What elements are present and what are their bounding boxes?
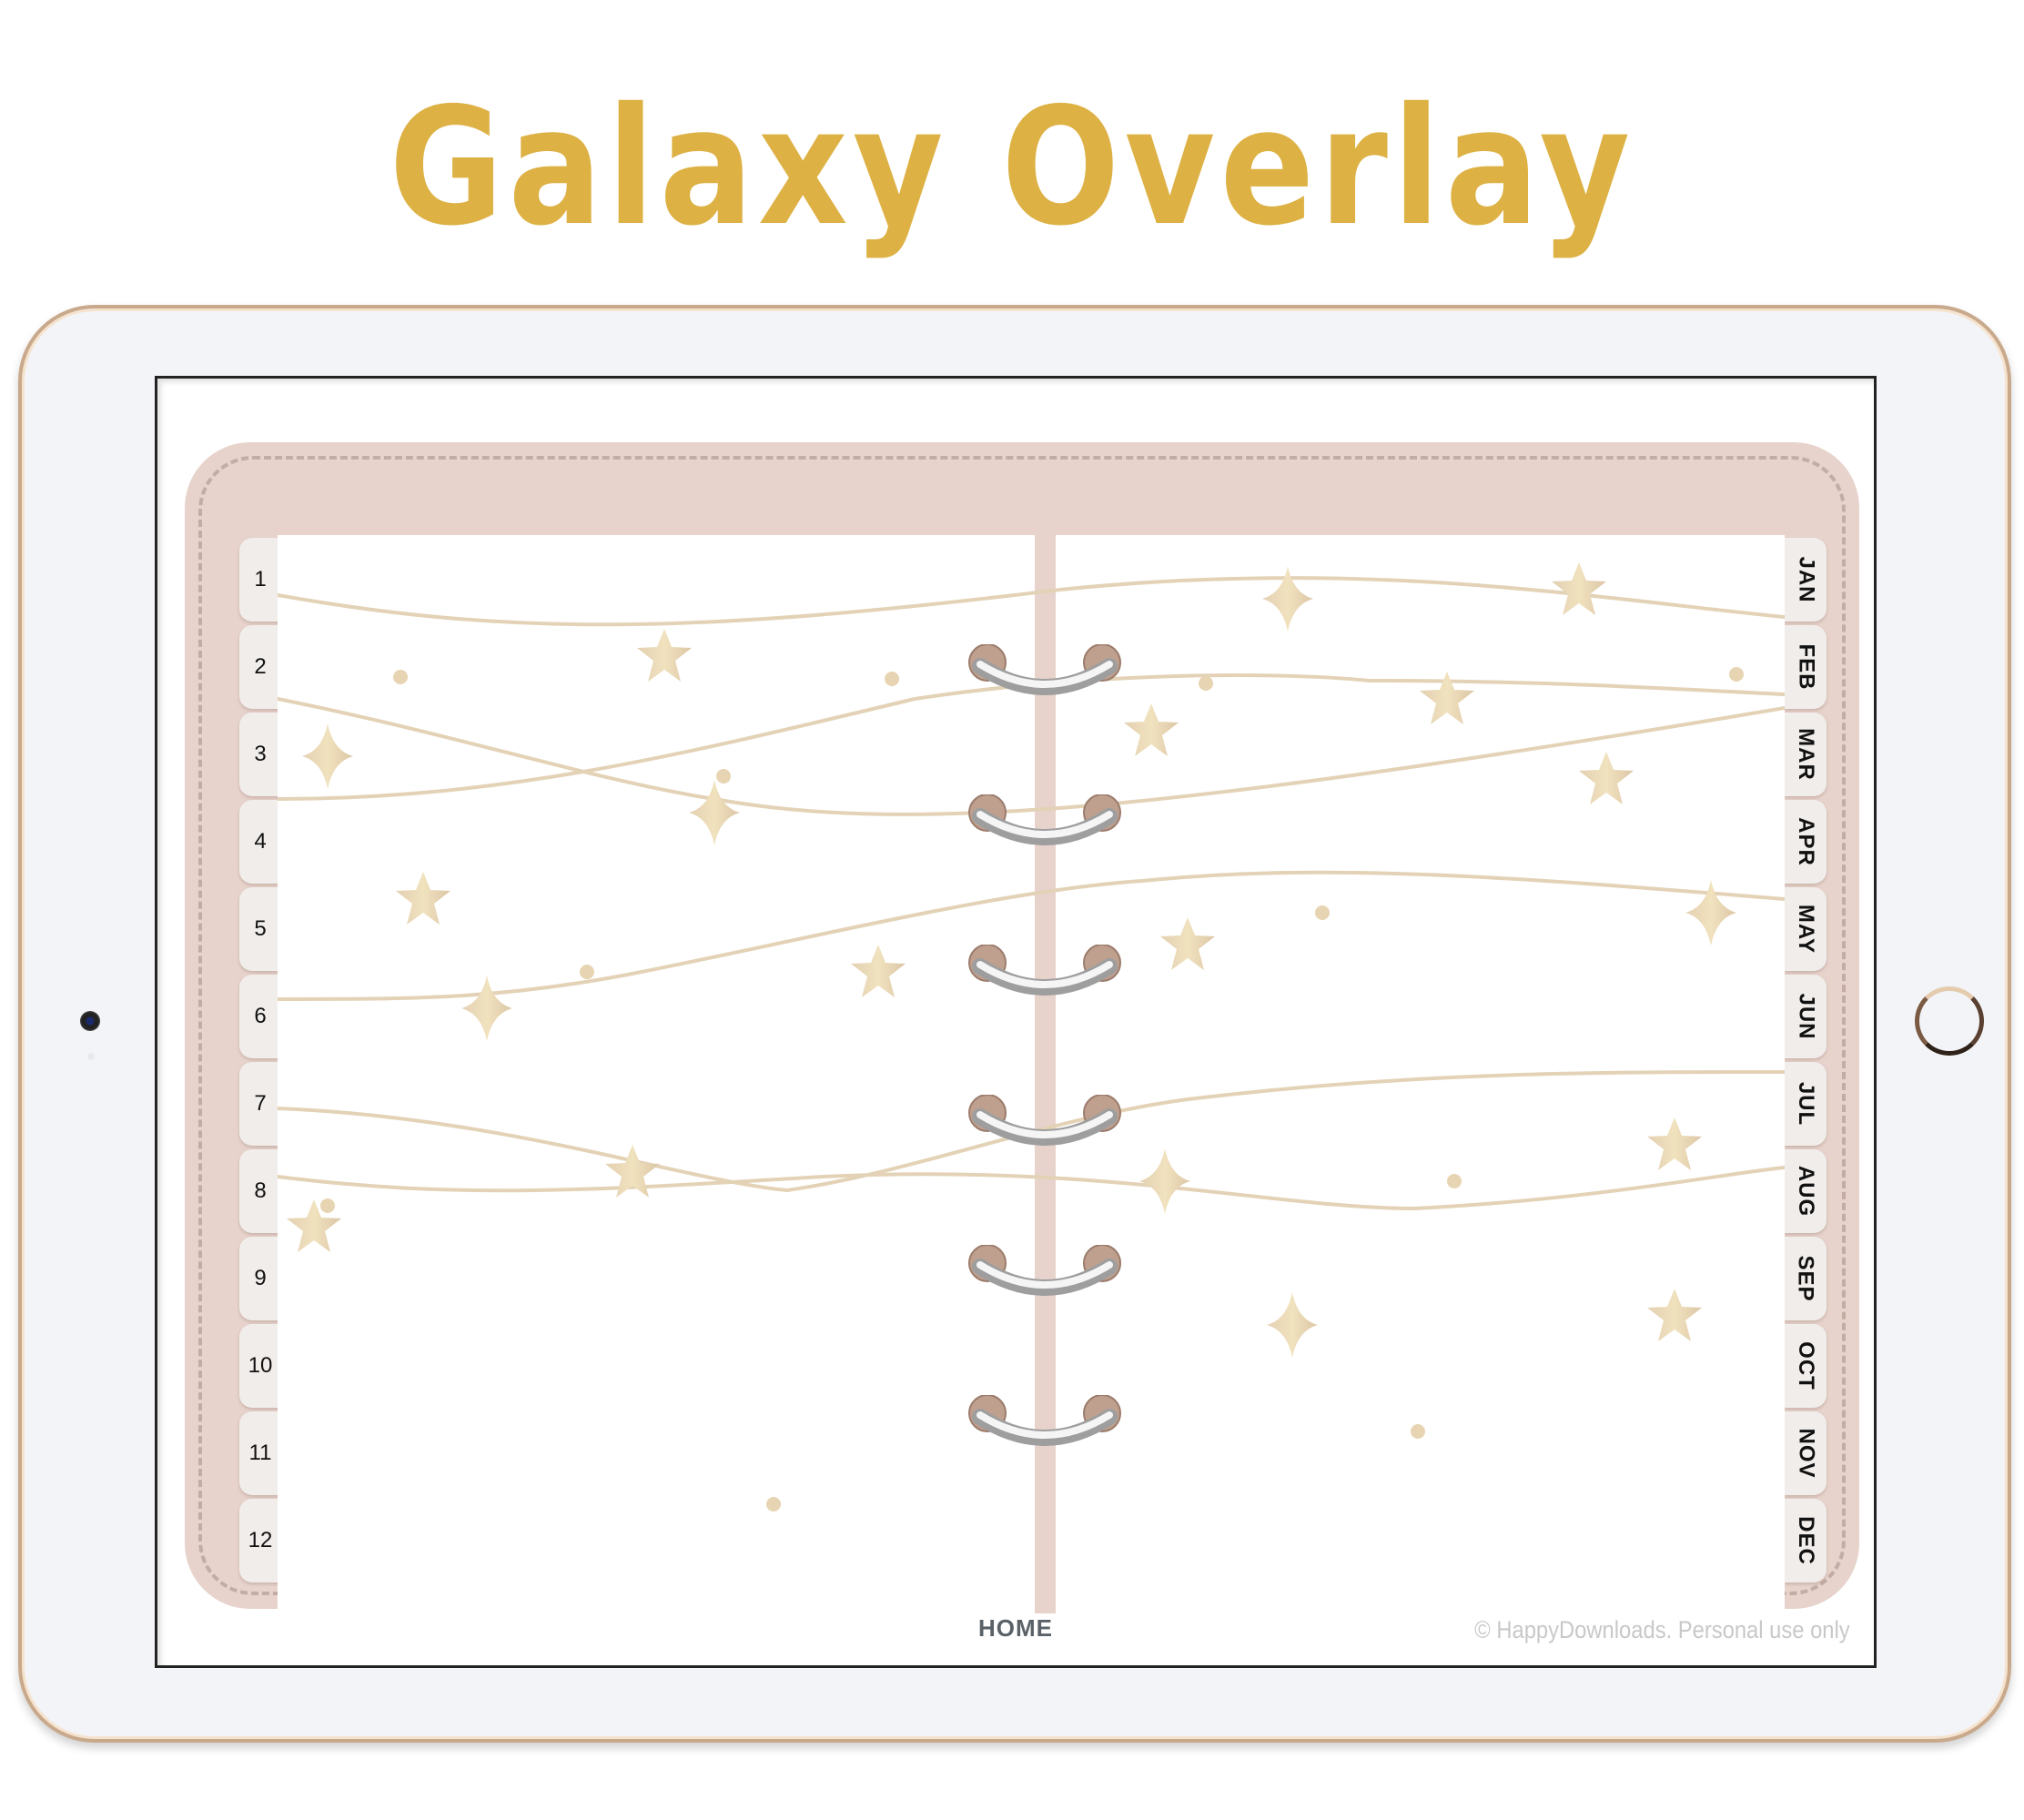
binder-ring-icon [968,1095,1121,1146]
light-sensor [87,1053,95,1060]
tab-label: MAY [1794,904,1819,955]
tab-label: 12 [248,1528,273,1552]
tab-11[interactable]: 11 [239,1411,281,1495]
binder-ring-icon [968,794,1121,845]
left-number-tabs: 1 2 3 4 5 6 7 8 9 10 11 12 [239,538,281,1586]
right-month-tabs: JAN FEB MAR APR MAY JUN JUL AUG SEP OCT … [1785,538,1827,1586]
tab-label: AUG [1794,1165,1818,1218]
tab-label: 5 [254,916,267,941]
tab-sep[interactable]: SEP [1785,1237,1827,1320]
tab-label: 6 [254,1004,267,1028]
tab-nov[interactable]: NOV [1785,1411,1827,1495]
tab-apr[interactable]: APR [1785,800,1827,884]
binder-ring-icon [968,1395,1121,1446]
planner-cover: 1 2 3 4 5 6 7 8 9 10 11 12 JAN FEB MAR A… [185,442,1859,1613]
tab-mar[interactable]: MAR [1785,713,1827,796]
tab-12[interactable]: 12 [239,1499,281,1582]
tab-5[interactable]: 5 [239,887,281,971]
tab-jun[interactable]: JUN [1785,975,1827,1058]
tab-feb[interactable]: FEB [1785,625,1827,709]
tab-oct[interactable]: OCT [1785,1324,1827,1408]
tab-label: SEP [1794,1255,1818,1302]
tab-label: OCT [1794,1341,1819,1390]
tab-label: JUN [1794,993,1819,1040]
tab-label: 11 [248,1441,272,1465]
tab-label: 7 [254,1091,267,1116]
tab-label: 4 [254,829,267,854]
tab-8[interactable]: 8 [239,1149,281,1233]
tab-may[interactable]: MAY [1785,887,1827,971]
tab-label: 2 [254,654,267,679]
front-camera-icon [80,1011,100,1031]
binder-ring-icon [968,945,1121,996]
tab-label: JUL [1794,1081,1818,1127]
tab-6[interactable]: 6 [239,975,281,1058]
binder-ring-icon [968,1245,1121,1296]
tab-1[interactable]: 1 [239,538,281,622]
right-page[interactable] [1056,535,1785,1613]
tab-label: 8 [254,1178,267,1203]
tab-10[interactable]: 10 [239,1324,281,1408]
tab-label: DEC [1794,1516,1819,1565]
tab-label: 10 [248,1353,273,1378]
tab-4[interactable]: 4 [239,800,281,884]
tab-label: JAN [1794,556,1819,603]
tab-label: APR [1794,817,1819,866]
tab-9[interactable]: 9 [239,1237,281,1320]
tab-jan[interactable]: JAN [1785,538,1827,622]
tab-3[interactable]: 3 [239,713,281,796]
tab-dec[interactable]: DEC [1785,1499,1827,1582]
page-title: Galaxy Overlay [389,73,1635,261]
binder-ring-icon [968,644,1121,695]
tab-label: 1 [254,567,267,592]
tab-jul[interactable]: JUL [1785,1062,1827,1146]
tab-label: MAR [1794,728,1818,781]
tab-label: FEB [1794,643,1818,691]
tab-label: NOV [1794,1428,1819,1479]
copyright-watermark: © HappyDownloads. Personal use only [1474,1616,1850,1643]
tab-7[interactable]: 7 [239,1062,281,1146]
tab-label: 9 [254,1266,267,1290]
tablet-screen: 1 2 3 4 5 6 7 8 9 10 11 12 JAN FEB MAR A… [155,376,1877,1668]
footer-home: HOME [157,1614,1874,1643]
tab-2[interactable]: 2 [239,625,281,709]
tab-aug[interactable]: AUG [1785,1149,1827,1233]
device-home-button[interactable] [1915,986,1984,1056]
home-link[interactable]: HOME [978,1614,1053,1642]
left-page[interactable] [278,535,1035,1613]
tab-label: 3 [254,742,267,766]
